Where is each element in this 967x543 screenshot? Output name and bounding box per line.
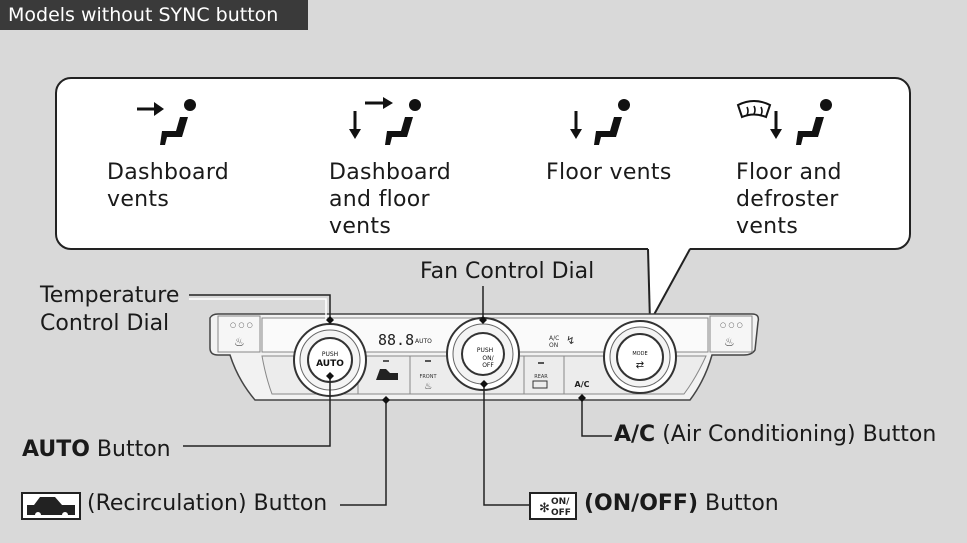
ac-rest: (Air Conditioning) Button: [655, 422, 937, 447]
temp-push-label: PUSH: [322, 351, 338, 358]
svg-text:♨: ♨: [424, 382, 432, 392]
airflow-modes-callout: Dashboard vents Dashboard and floor vent…: [55, 77, 911, 250]
fan-push-label: PUSH: [477, 347, 493, 354]
svg-text:✻: ✻: [539, 501, 550, 516]
auto-bold: AUTO: [22, 437, 90, 462]
recirculation-button-label: (Recirculation) Button: [80, 491, 328, 516]
dashboard-vents-icon: [137, 99, 196, 145]
svg-text:○ ○ ○: ○ ○ ○: [230, 321, 253, 329]
onoff-rest: Button: [698, 491, 779, 516]
floor-defroster-vents-icon: [736, 99, 832, 145]
svg-text:A/C: A/C: [549, 335, 559, 342]
floor-vents-icon: [570, 99, 630, 145]
on-off-button-label: (ON/OFF) Button: [584, 490, 779, 518]
fan-dial-label: Fan Control Dial: [420, 259, 595, 284]
leader-lines: [183, 286, 612, 506]
svg-text:OFF: OFF: [551, 508, 571, 518]
page-title: Models without SYNC button: [0, 0, 308, 30]
svg-text:ON/: ON/: [551, 497, 570, 507]
leader-diamonds: [326, 316, 586, 404]
recirculation-icon: [21, 492, 81, 520]
ac-button[interactable]: A/C: [575, 380, 590, 389]
fan-control-dial[interactable]: [446, 317, 520, 391]
mode-dial-label: MODE: [632, 351, 647, 357]
onoff-bold: (ON/OFF): [584, 491, 699, 516]
svg-text:ON: ON: [549, 342, 558, 349]
front-defrost-button[interactable]: FRONT: [419, 374, 437, 380]
svg-text:↯: ↯: [566, 334, 575, 347]
on-off-button[interactable]: OFF: [482, 362, 494, 369]
rear-defrost-button[interactable]: REAR: [534, 374, 548, 380]
mode-dial[interactable]: [603, 320, 677, 394]
svg-text:♨: ♨: [234, 335, 245, 349]
ac-bold: A/C: [614, 422, 656, 447]
mode-label: Dashboard vents: [107, 160, 230, 212]
mode-label: Dashboard and floor vents: [329, 160, 452, 239]
svg-text:○ ○ ○: ○ ○ ○: [720, 321, 743, 329]
dashboard-floor-vents-icon: [349, 97, 421, 145]
auto-rest: Button: [89, 437, 171, 462]
auto-indicator: AUTO: [415, 338, 432, 345]
mode-label: Floor vents: [546, 160, 672, 185]
on-off-icon: ✻ ON/ OFF: [529, 492, 577, 520]
svg-text:⇄: ⇄: [636, 360, 644, 371]
fan-on-label: ON/: [482, 355, 494, 362]
auto-button-label: AUTO Button: [22, 436, 171, 464]
temperature-dial-label: Temperature Control Dial: [40, 283, 180, 336]
temperature-control-dial[interactable]: [293, 323, 367, 397]
svg-text:♨: ♨: [724, 335, 735, 349]
auto-button[interactable]: AUTO: [316, 359, 344, 369]
right-seat-heater-button[interactable]: [709, 315, 753, 353]
left-seat-heater-button[interactable]: [217, 315, 261, 353]
temperature-display: 88.8: [378, 331, 414, 349]
ac-button-label: A/C (Air Conditioning) Button: [614, 421, 936, 449]
mode-label: Floor and defroster vents: [736, 160, 842, 239]
